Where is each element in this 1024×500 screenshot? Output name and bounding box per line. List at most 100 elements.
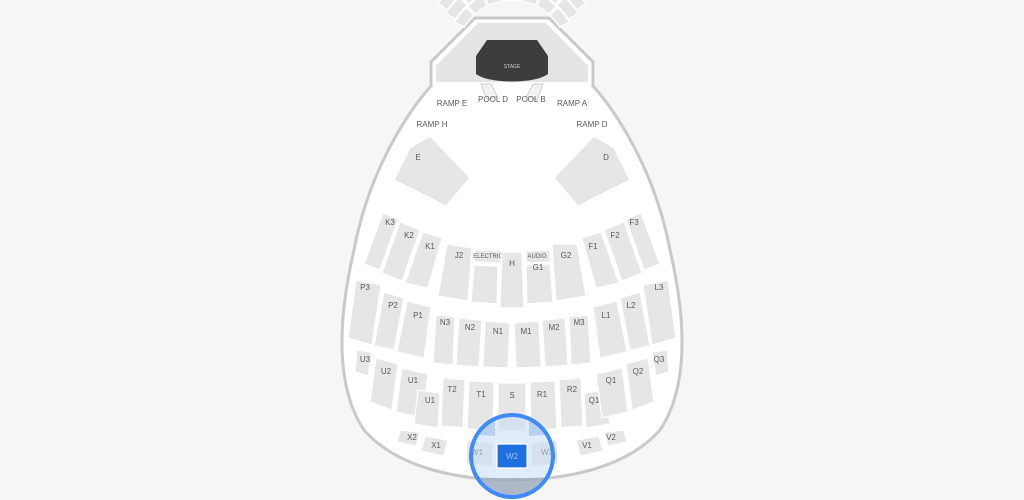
- section-label-E: E: [415, 153, 420, 162]
- section-R2[interactable]: [558, 377, 584, 429]
- section-N2[interactable]: [455, 317, 483, 368]
- section-F2[interactable]: [603, 221, 643, 282]
- section-P2[interactable]: [373, 291, 405, 351]
- section-M1[interactable]: [513, 320, 542, 369]
- section-V1[interactable]: [575, 435, 604, 457]
- section-K2[interactable]: [381, 221, 421, 282]
- section-label-R1: R1: [537, 390, 548, 399]
- section-label-D: D: [603, 153, 609, 162]
- section-V2[interactable]: [603, 429, 628, 447]
- section-label-L3: L3: [655, 283, 664, 292]
- section-label-P1: P1: [413, 311, 423, 320]
- section-electric-booth: [473, 249, 502, 264]
- section-label-F3: F3: [629, 218, 639, 227]
- section-X2[interactable]: [396, 429, 421, 447]
- section-L3[interactable]: [642, 279, 677, 346]
- ramp-e-label: RAMP E: [437, 99, 468, 108]
- section-H[interactable]: [499, 251, 525, 309]
- ramp-d-label: RAMP D: [577, 120, 608, 129]
- box-seat-area[interactable]: [431, 0, 593, 29]
- section-Q1[interactable]: [595, 367, 629, 419]
- section-D[interactable]: [553, 135, 631, 207]
- section-label-M3: M3: [573, 318, 585, 327]
- section-label-Q2: Q2: [633, 367, 644, 376]
- section-label-H: H: [509, 259, 515, 268]
- section-label-Q1-lower: Q1: [589, 396, 600, 405]
- section-U2[interactable]: [369, 357, 399, 411]
- section-label-V2: V2: [606, 433, 616, 442]
- box-row-1-3[interactable]: [484, 0, 503, 6]
- box-row-2-6[interactable]: [541, 0, 562, 5]
- section-G2[interactable]: [551, 243, 587, 302]
- box-row-2-7[interactable]: [556, 0, 579, 20]
- section-label-G1: G1: [533, 263, 544, 272]
- section-R1[interactable]: [529, 380, 558, 431]
- section-label-S: S: [509, 391, 514, 400]
- section-L2[interactable]: [619, 291, 651, 351]
- section-T2[interactable]: [440, 377, 466, 429]
- section-N1[interactable]: [482, 320, 511, 369]
- section-label-N2: N2: [465, 323, 476, 332]
- electric-booth-label: ELECTRIC: [473, 254, 503, 260]
- section-label-L2: L2: [627, 301, 636, 310]
- section-P1[interactable]: [396, 300, 432, 359]
- section-M2[interactable]: [541, 317, 569, 368]
- box-row-1-4[interactable]: [502, 0, 523, 2]
- section-M3[interactable]: [568, 314, 592, 366]
- section-F1[interactable]: [581, 231, 620, 289]
- section-label-L1: L1: [602, 311, 611, 320]
- section-label-M2: M2: [548, 323, 560, 332]
- pool-b-label: POOL B: [516, 95, 546, 104]
- box-row-1-1[interactable]: [454, 6, 475, 29]
- section-L1[interactable]: [592, 300, 628, 359]
- section-label-U1-lower: U1: [425, 396, 436, 405]
- section-J2[interactable]: [437, 243, 473, 302]
- ramp-a-label: RAMP A: [557, 99, 588, 108]
- pool-d: [480, 83, 498, 101]
- box-row-1-2[interactable]: [466, 0, 488, 15]
- section-K3[interactable]: [363, 212, 399, 271]
- box-row-3-7[interactable]: [563, 0, 587, 11]
- section-label-F1: F1: [588, 242, 598, 251]
- pool-d-label: POOL D: [478, 95, 508, 104]
- section-label-Q3: Q3: [654, 355, 665, 364]
- section-X1[interactable]: [420, 435, 449, 457]
- pool-b: [526, 83, 544, 101]
- box-row-2-1[interactable]: [445, 0, 468, 20]
- section-G1[interactable]: [525, 263, 554, 305]
- section-P3[interactable]: [347, 279, 382, 346]
- section-W2[interactable]: [496, 443, 528, 469]
- box-row-3-1[interactable]: [437, 0, 461, 11]
- section-Q3[interactable]: [651, 349, 670, 377]
- section-label-X1: X1: [431, 441, 441, 450]
- section-F3[interactable]: [625, 212, 661, 271]
- section-K1[interactable]: [404, 231, 443, 289]
- section-label-K1: K1: [425, 242, 435, 251]
- section-label-K3: K3: [385, 218, 395, 227]
- section-label-V1: V1: [582, 441, 592, 450]
- section-label-R2: R2: [567, 385, 578, 394]
- section-Q2[interactable]: [625, 357, 655, 411]
- box-row-1-7[interactable]: [549, 6, 570, 29]
- section-label-U3: U3: [360, 355, 371, 364]
- section-label-T1: T1: [476, 390, 486, 399]
- section-label-M1: M1: [520, 327, 532, 336]
- section-label-T2: T2: [447, 385, 457, 394]
- box-row-1-5[interactable]: [521, 0, 539, 6]
- section-N3[interactable]: [432, 314, 456, 366]
- section-E[interactable]: [393, 135, 471, 207]
- section-audio-booth: [525, 249, 551, 264]
- section-label-U1: U1: [408, 376, 419, 385]
- section-U3[interactable]: [354, 349, 373, 377]
- section-J1[interactable]: [470, 264, 499, 305]
- stage: [476, 40, 548, 82]
- box-row-1-6[interactable]: [536, 0, 558, 15]
- section-label-P2: P2: [388, 301, 398, 310]
- section-label-F2: F2: [610, 231, 620, 240]
- section-label-Q1: Q1: [606, 376, 617, 385]
- section-U1-lower[interactable]: [413, 389, 441, 429]
- ramp-h-label: RAMP H: [417, 120, 448, 129]
- section-label-N1: N1: [493, 327, 504, 336]
- box-row-2-2[interactable]: [462, 0, 483, 5]
- section-label-G2: G2: [561, 251, 572, 260]
